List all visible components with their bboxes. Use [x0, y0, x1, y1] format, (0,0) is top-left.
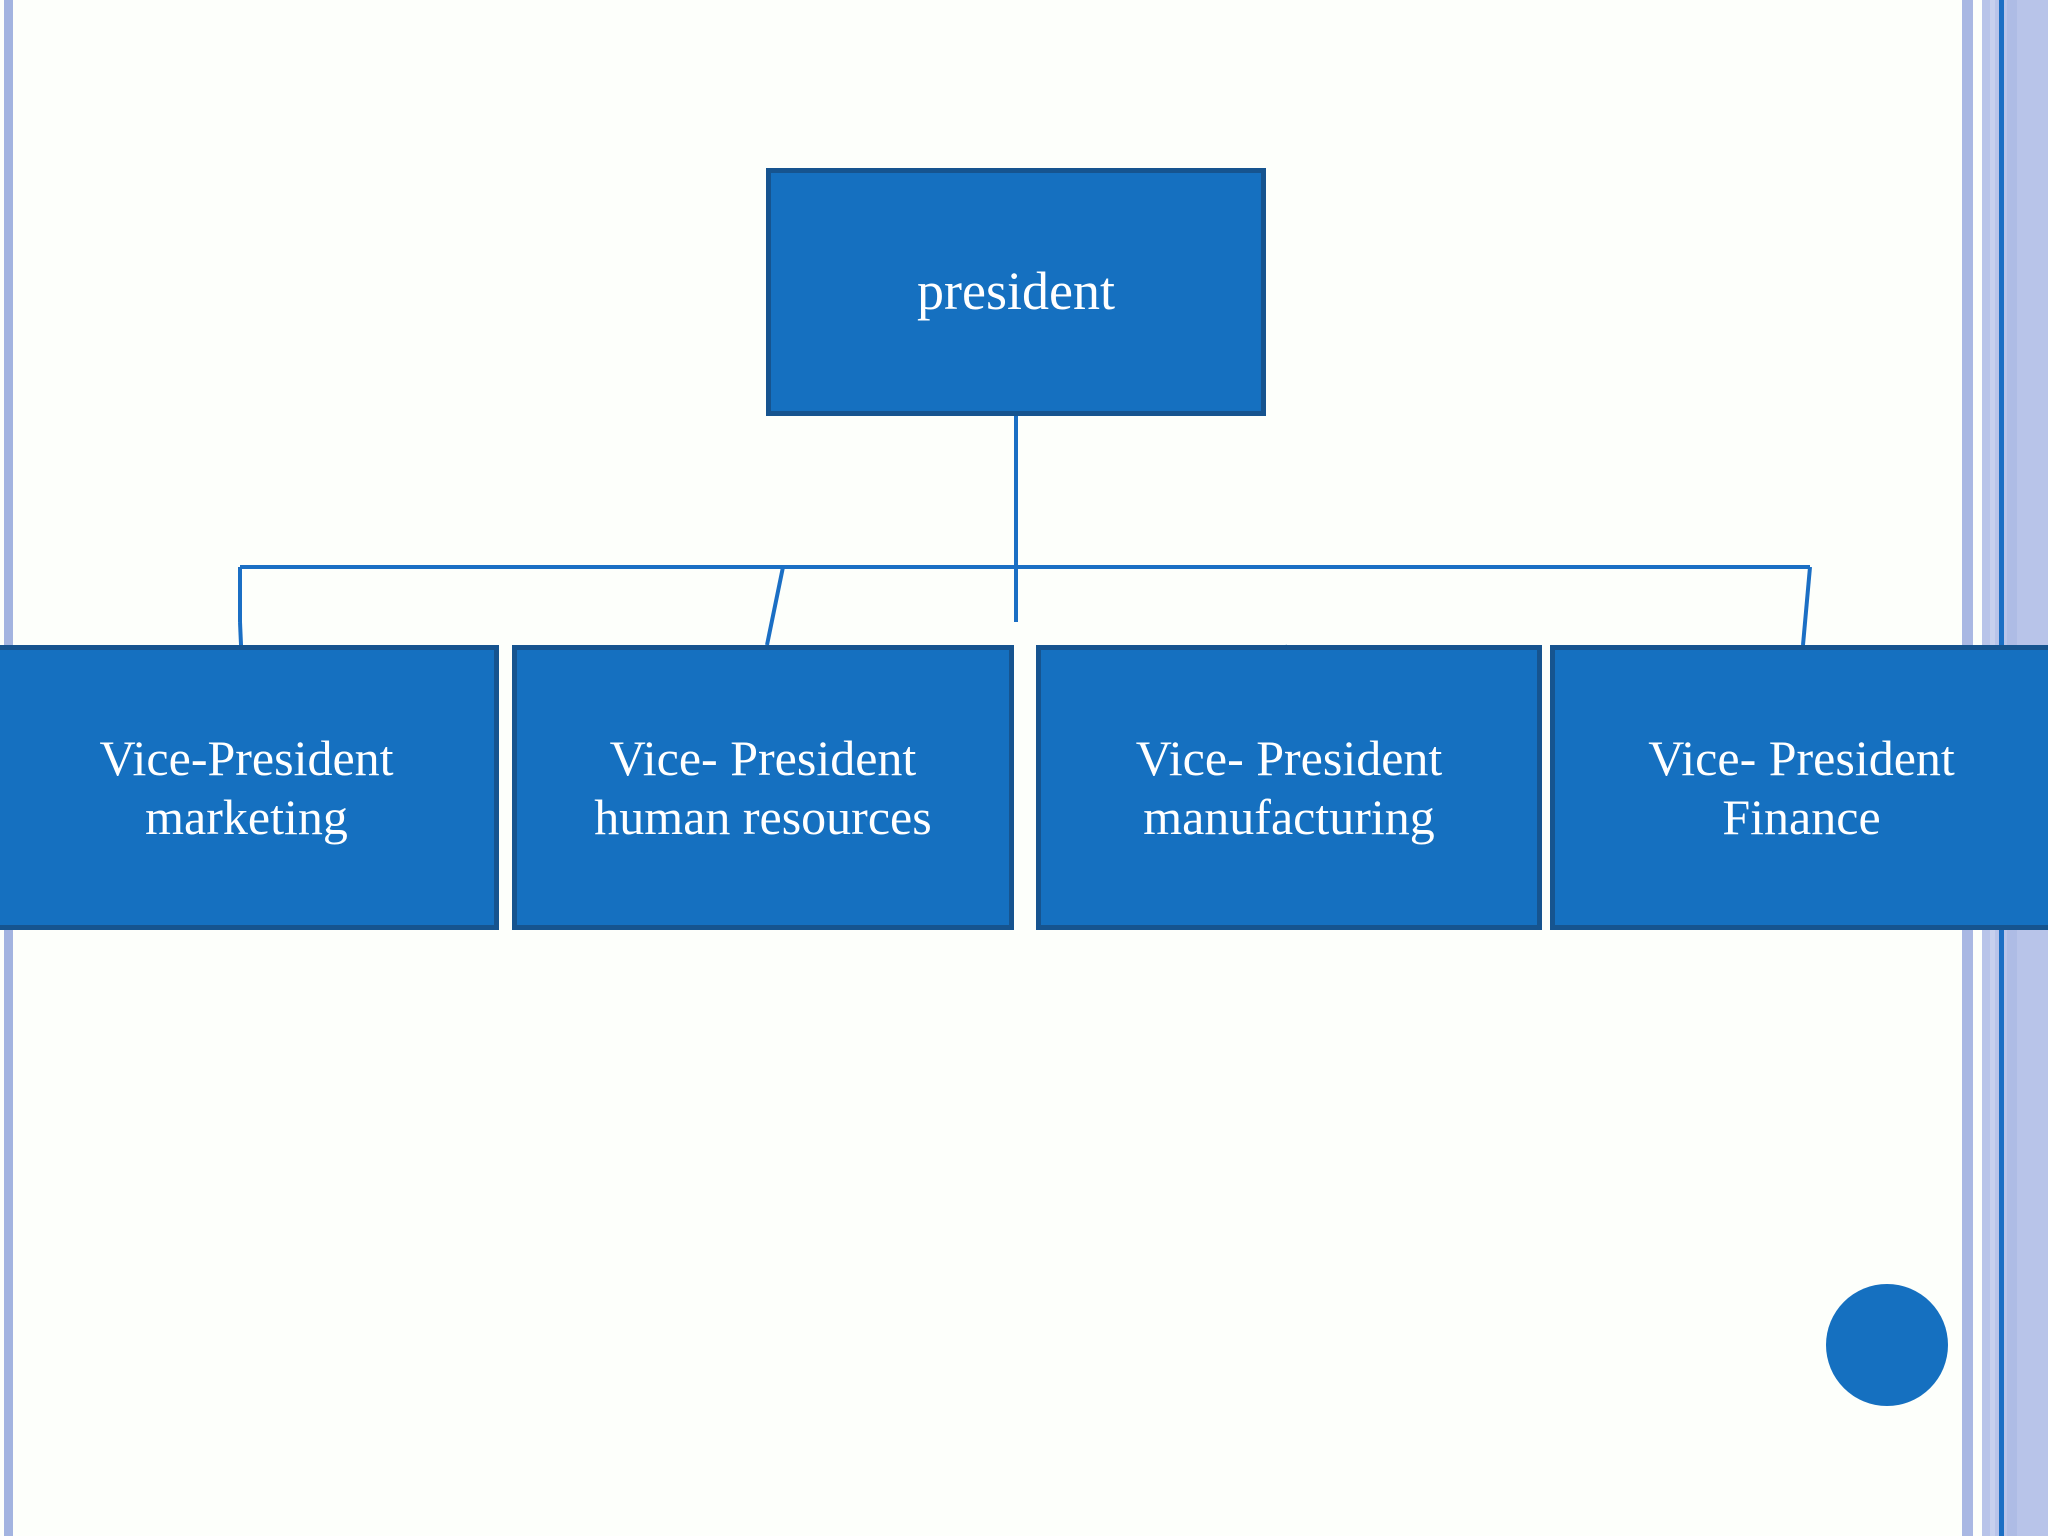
org-node-vp-manufacturing-label: Vice- President manufacturing [1135, 729, 1443, 845]
org-node-vp-finance[interactable]: Vice- President Finance [1550, 645, 2048, 930]
connector-to-vp-finance [1801, 566, 1812, 646]
org-node-president-label: president [917, 261, 1115, 322]
org-node-president[interactable]: president [766, 168, 1266, 416]
org-node-vp-marketing-label: Vice-President marketing [99, 729, 394, 845]
accent-circle-decoration [1826, 1284, 1948, 1406]
org-node-vp-human-resources[interactable]: Vice- President human resources [512, 645, 1014, 930]
org-node-vp-finance-label: Vice- President Finance [1648, 729, 1955, 845]
org-node-vp-marketing[interactable]: Vice-President marketing [0, 645, 499, 930]
org-node-vp-manufacturing[interactable]: Vice- President manufacturing [1036, 645, 1542, 930]
org-node-vp-human-resources-label: Vice- President human resources [594, 729, 932, 845]
connector-to-vp-human-resources [765, 566, 785, 646]
